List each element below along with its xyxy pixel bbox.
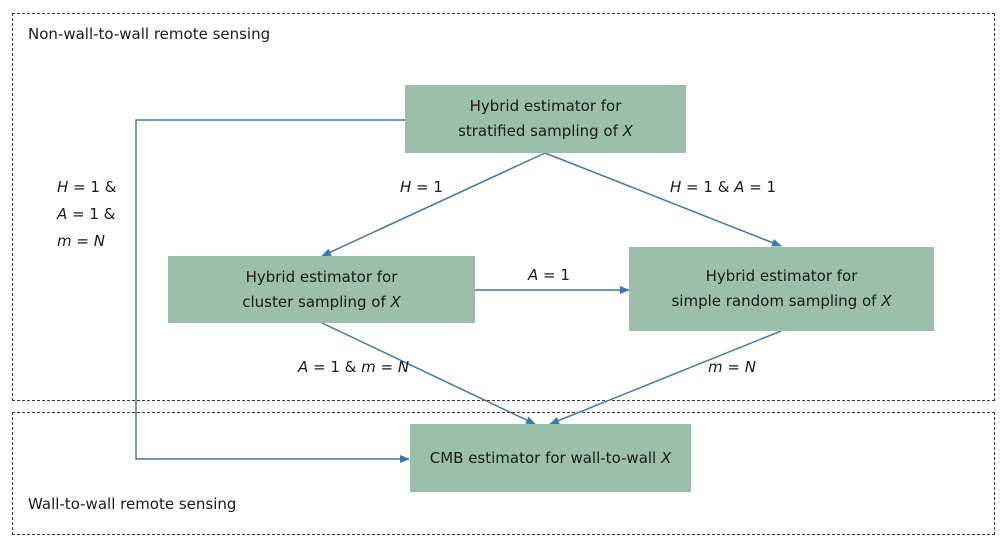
edge-label-srs-cmb: m = N xyxy=(708,358,756,376)
stratified-line1: Hybrid estimator for xyxy=(469,97,622,115)
edge-label-stratified-srs: H = 1 & A = 1 xyxy=(670,178,777,196)
edge-label-left-line1: H = 1 & xyxy=(57,178,117,196)
edge-label-left-line2: A = 1 & xyxy=(57,205,116,223)
non-wall-to-wall-region xyxy=(12,13,995,401)
cluster-line1: Hybrid estimator for xyxy=(245,267,398,286)
arrow-stratified-to-cluster xyxy=(321,152,546,257)
arrow-stratified-to-srs xyxy=(544,152,782,247)
srs-line2: simple random sampling of X xyxy=(671,292,892,310)
edge-label-left-line3: m = N xyxy=(57,232,105,250)
arrow-stratified-to-cmb xyxy=(135,119,410,463)
cluster-estimator-box: Hybrid estimator for cluster sampling of… xyxy=(168,256,475,323)
arrow-cluster-to-cmb xyxy=(321,322,536,425)
cmb-estimator-box: CMB estimator for wall-to-wall X xyxy=(410,424,691,492)
edge-label-stratified-cluster: H = 1 xyxy=(400,178,443,196)
cmb-line1: CMB estimator for wall-to-wall X xyxy=(429,448,672,467)
stratified-line2: stratified sampling of X xyxy=(458,122,633,140)
non-wall-region-label: Non-wall-to-wall remote sensing xyxy=(28,25,271,43)
cluster-line2: cluster sampling of X xyxy=(242,292,401,311)
srs-estimator-box: Hybrid estimator for simple random sampl… xyxy=(629,247,934,331)
arrow-srs-to-cmb xyxy=(549,330,782,425)
edge-label-cluster-srs: A = 1 xyxy=(528,266,570,284)
edge-label-cluster-cmb: A = 1 & m = N xyxy=(298,358,410,376)
srs-line1: Hybrid estimator for xyxy=(705,267,858,285)
wall-region-label: Wall-to-wall remote sensing xyxy=(28,495,237,513)
stratified-estimator-box: Hybrid estimator for stratified sampling… xyxy=(405,85,686,153)
wall-to-wall-region xyxy=(12,412,995,535)
